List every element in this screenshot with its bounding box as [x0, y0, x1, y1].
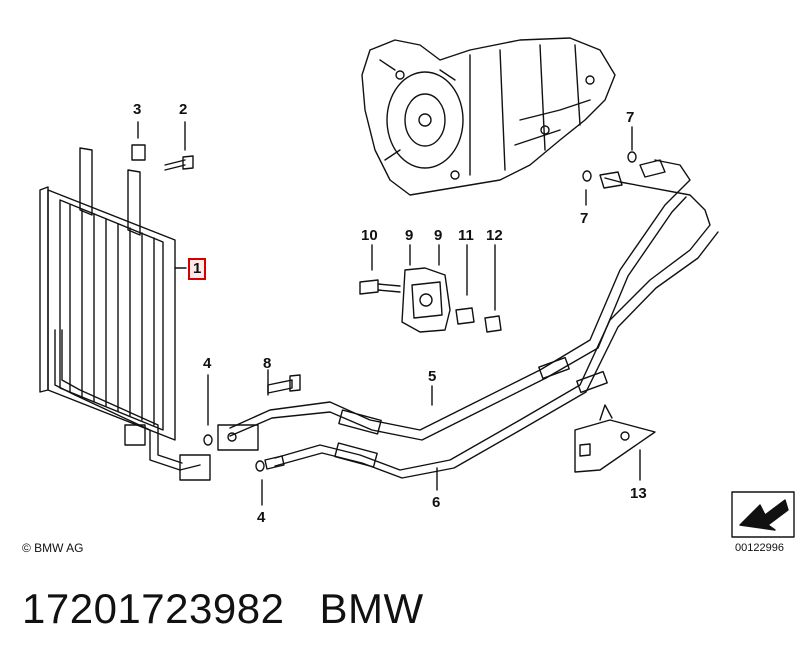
clip-3: [131, 121, 146, 161]
reference-arrow-box: [731, 491, 795, 538]
callout-5: 5: [428, 368, 437, 385]
callout-3: 3: [133, 101, 142, 118]
callout-9-right: 9: [434, 227, 443, 244]
callout-10: 10: [361, 227, 378, 244]
brand-name: BMW: [319, 585, 424, 632]
callout-11: 11: [458, 227, 474, 244]
footer-caption: 17201723982 BMW: [22, 585, 424, 633]
callout-4-bottom: 4: [257, 509, 266, 526]
callout-7-top: 7: [626, 109, 635, 126]
bracket-13: [574, 404, 656, 473]
callout-9-left: 9: [405, 227, 414, 244]
diagram-reference-number: 00122996: [735, 542, 784, 554]
transmission: [361, 37, 616, 196]
callout-12: 12: [486, 227, 503, 244]
callout-13: 13: [630, 485, 647, 502]
bolt-8: [267, 374, 301, 394]
oil-cooler: [39, 147, 211, 481]
callout-2: 2: [179, 101, 188, 118]
callout-1-highlighted[interactable]: 1: [188, 258, 207, 280]
callout-8: 8: [263, 355, 272, 372]
parts-diagram: [39, 37, 795, 538]
bracket-assembly: [359, 267, 502, 333]
part-number: 17201723982: [22, 585, 285, 632]
oil-lines: [217, 159, 719, 479]
callout-4-top: 4: [203, 355, 212, 372]
callout-6: 6: [432, 494, 441, 511]
bolt-2: [164, 121, 194, 171]
callout-7-lower: 7: [580, 210, 589, 227]
copyright-notice: © BMW AG: [22, 541, 84, 555]
